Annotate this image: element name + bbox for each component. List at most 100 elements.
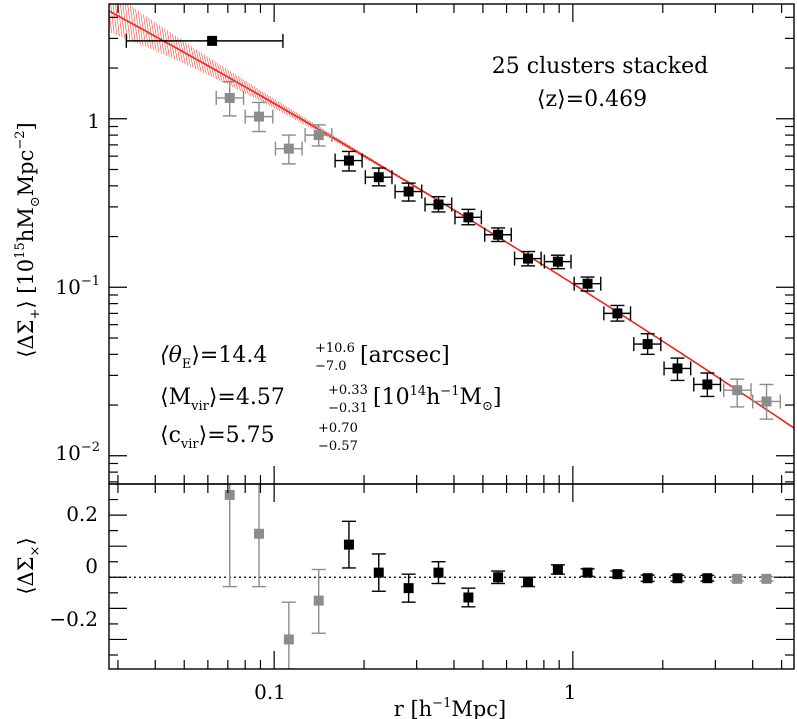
top-panel-ticks: [109, 4, 794, 484]
data-marker: [612, 308, 623, 319]
band-hatch: [115, 4, 120, 37]
data-marker: [313, 595, 324, 606]
residual-point: [550, 564, 565, 575]
residual-point: [521, 576, 536, 588]
data-marker: [582, 567, 593, 578]
data-marker: [343, 539, 354, 550]
data-point: [723, 378, 752, 408]
data-marker: [672, 573, 683, 584]
data-marker: [523, 576, 534, 587]
data-point: [364, 167, 393, 187]
top-y-axis-label: ⟨ΔΣ+⟩ [1015hM⊙Mpc−2]: [13, 122, 43, 358]
residual-point: [252, 484, 267, 588]
data-point: [751, 383, 782, 420]
virial-mass-unit: [1014h−1M⊙]: [373, 384, 502, 414]
data-point: [454, 208, 483, 226]
data-marker: [343, 155, 354, 166]
data-marker: [207, 35, 218, 46]
residual-point: [730, 573, 745, 584]
data-point: [244, 101, 274, 133]
residual-point: [431, 561, 446, 585]
data-point: [543, 254, 572, 270]
top-ytick-label-2: 10−1: [55, 274, 100, 299]
xtick-label-1: 0.1: [254, 680, 286, 704]
concentration-upper: +0.70: [318, 421, 358, 436]
concentration-lower: −0.57: [318, 439, 358, 454]
data-marker: [732, 385, 743, 396]
data-marker: [403, 583, 414, 594]
einstein-radius-unit: [arcsec]: [360, 343, 450, 368]
data-marker: [463, 212, 474, 223]
data-marker: [433, 567, 444, 578]
data-marker: [732, 573, 743, 584]
residual-point: [759, 573, 774, 584]
einstein-radius-text: ⟨θE⟩=14.4: [160, 343, 267, 372]
data-marker: [702, 573, 713, 584]
virial-mass-text: ⟨Mvir⟩=4.57: [160, 385, 285, 414]
data-marker: [403, 186, 414, 197]
data-marker: [373, 172, 384, 183]
data-marker: [254, 528, 265, 539]
residual-point: [341, 520, 356, 569]
data-marker: [254, 111, 265, 122]
data-point: [304, 124, 333, 147]
data-marker: [523, 253, 534, 264]
cross-shear-data: [222, 484, 774, 669]
data-marker: [224, 92, 235, 103]
data-marker: [493, 229, 504, 240]
virial-mass-lower: −0.31: [328, 401, 368, 416]
data-point: [424, 195, 453, 213]
data-marker: [761, 573, 772, 584]
concentration-text: ⟨cvir⟩=5.75: [160, 423, 275, 452]
data-marker: [702, 379, 713, 390]
data-marker: [224, 489, 235, 500]
residual-point: [700, 573, 715, 584]
annotation-sample: 25 clusters stacked: [492, 54, 708, 79]
residual-point: [281, 601, 296, 669]
bottom-panel-frame: [108, 483, 795, 670]
data-marker: [552, 256, 563, 267]
bottom-y-axis-label: ⟨ΔΣ×⟩: [14, 537, 43, 594]
virial-mass-upper: +0.33: [328, 383, 368, 398]
tangential-shear-panel: [109, 4, 794, 484]
data-point: [513, 250, 542, 267]
data-point: [693, 372, 722, 398]
bottom-ytick-label-3: −0.2: [49, 607, 98, 631]
residual-point: [640, 573, 655, 584]
data-marker: [493, 572, 504, 583]
data-point: [633, 333, 662, 356]
einstein-radius-lower: −7.0: [315, 359, 347, 374]
data-marker: [283, 143, 294, 154]
residual-point: [311, 568, 326, 634]
residual-point: [580, 567, 595, 578]
data-marker: [612, 569, 623, 580]
data-marker: [642, 573, 653, 584]
data-point: [484, 227, 512, 243]
data-marker: [642, 339, 653, 350]
data-marker: [582, 278, 593, 289]
data-marker: [463, 592, 474, 603]
top-ytick-label-1: 1: [87, 109, 100, 133]
residual-point: [401, 573, 416, 603]
data-point: [125, 33, 284, 48]
tangential-shear-data: [125, 33, 782, 420]
x-axis-label: r [h−1Mpc]: [394, 696, 507, 719]
residual-point: [371, 553, 386, 592]
bottom-panel-ticks: [109, 484, 794, 669]
data-marker: [433, 199, 444, 210]
einstein-radius-upper: +10.6: [315, 341, 355, 356]
data-marker: [373, 567, 384, 578]
cross-shear-panel: [109, 484, 794, 669]
data-point: [573, 276, 602, 292]
data-marker: [283, 634, 294, 645]
data-point: [334, 150, 363, 172]
top-ytick-label-3: 10−2: [55, 440, 100, 465]
residual-point: [670, 573, 685, 584]
annotation-redshift: ⟨z⟩=0.469: [537, 87, 647, 112]
data-marker: [672, 363, 683, 374]
residual-point: [491, 570, 506, 585]
bottom-ytick-label-1: 0.2: [66, 502, 98, 526]
bottom-ytick-label-2: 0: [85, 554, 98, 578]
residual-point: [222, 484, 237, 588]
